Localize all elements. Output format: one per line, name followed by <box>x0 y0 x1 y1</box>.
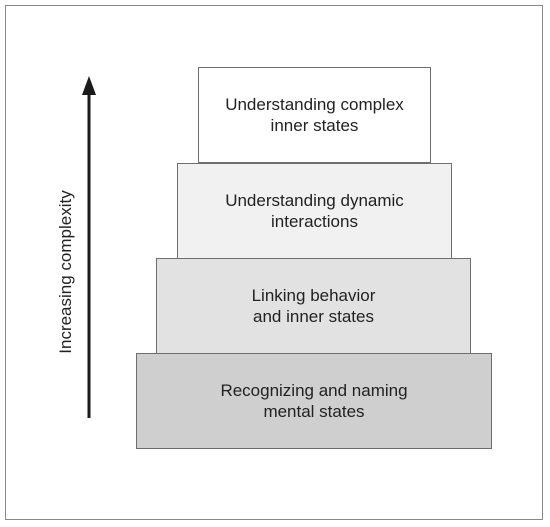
tier-line: Linking behavior <box>251 286 376 305</box>
tier-line: and inner states <box>253 307 374 326</box>
tier-line: interactions <box>271 212 358 231</box>
tier-understanding-complex-inner-states: Understanding complex inner states <box>198 67 431 163</box>
tier-line: Understanding dynamic <box>225 191 404 210</box>
tier-line: Understanding complex <box>225 95 404 114</box>
tier-understanding-dynamic-interactions: Understanding dynamic interactions <box>177 163 452 259</box>
tier-line: Recognizing and naming <box>220 381 408 400</box>
tier-line: mental states <box>263 402 365 421</box>
tier-recognizing-naming-mental-states: Recognizing and naming mental states <box>136 353 492 449</box>
tier-text: Recognizing and naming mental states <box>220 380 407 422</box>
tier-text: Understanding complex inner states <box>225 94 404 136</box>
tier-text: Understanding dynamic interactions <box>225 190 404 232</box>
axis-label: Increasing complexity <box>56 190 75 354</box>
tier-linking-behavior-inner-states: Linking behavior and inner states <box>156 258 471 354</box>
tier-line: inner states <box>270 116 359 135</box>
complexity-arrow-head <box>82 76 96 95</box>
tier-text: Linking behavior and inner states <box>252 285 376 327</box>
